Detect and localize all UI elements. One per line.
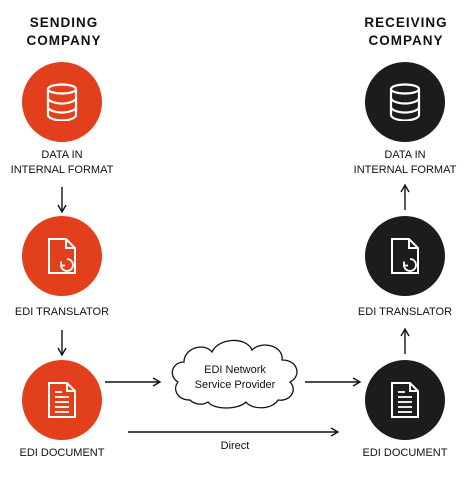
sending-company-heading: SENDING COMPANY (26, 15, 102, 48)
database-icon (389, 83, 421, 121)
file-translate-icon (48, 238, 76, 274)
file-translate-icon (391, 238, 419, 274)
sending-data-label: DATA IN INTERNAL FORMAT (10, 149, 114, 176)
sending-document-circle (22, 360, 102, 440)
sending-data-circle (22, 62, 102, 142)
receiving-document-label: EDI DOCUMENT (362, 447, 448, 459)
sending-translator-circle (22, 216, 102, 296)
receiving-translator-label: EDI TRANSLATOR (357, 306, 453, 318)
network-cloud-shape (171, 339, 298, 409)
direct-label: Direct (220, 440, 250, 452)
receiving-company-heading: RECEIVING COMPANY (364, 15, 448, 48)
document-icon (391, 382, 419, 418)
network-provider-label: EDI Network Service Provider (194, 364, 276, 391)
receiving-data-label: DATA IN INTERNAL FORMAT (353, 149, 457, 176)
sending-document-label: EDI DOCUMENT (19, 447, 105, 459)
database-icon (46, 83, 78, 121)
receiving-document-circle (365, 360, 445, 440)
receiving-data-circle (365, 62, 445, 142)
document-icon (48, 382, 76, 418)
receiving-translator-circle (365, 216, 445, 296)
sending-translator-label: EDI TRANSLATOR (14, 306, 110, 318)
